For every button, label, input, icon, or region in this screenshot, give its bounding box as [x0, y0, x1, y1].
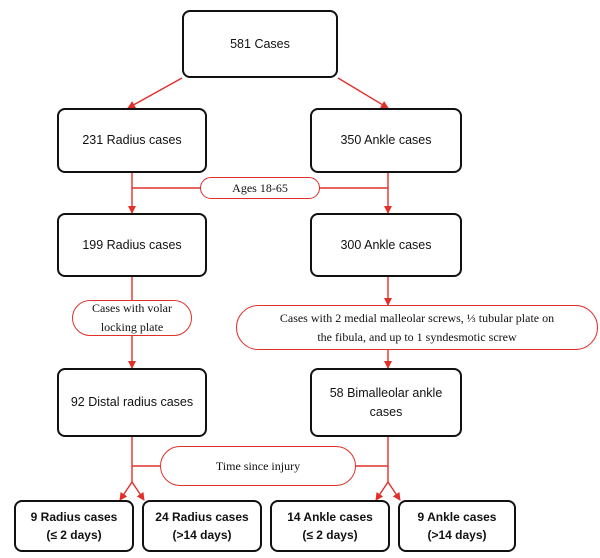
ankle-cases-box: 350 Ankle cases [310, 108, 462, 173]
ankle-cases-label: 350 Ankle cases [340, 133, 432, 148]
ankle-late-label-1: 9 Ankle cases [417, 510, 497, 524]
radius-early-label-2: (≤ 2 days) [46, 528, 102, 542]
distal-radius-box: 92 Distal radius cases [57, 368, 207, 437]
radius-early-box: 9 Radius cases (≤ 2 days) [14, 500, 134, 552]
bimalleolar-box: 58 Bimalleolar ankle cases [310, 368, 462, 437]
total-cases-box: 581 Cases [182, 10, 338, 78]
bimalleolar-label-2: cases [369, 404, 403, 419]
ages-criterion-label: Ages 18-65 [232, 180, 288, 195]
arrow-total-to-radius [127, 77, 183, 109]
ankle-early-label-2: (≤ 2 days) [302, 528, 358, 542]
ages-criterion: Ages 18-65 [200, 177, 320, 199]
volar-plate-label-1: Cases with volar [92, 301, 172, 316]
volar-plate-label-2: locking plate [100, 320, 164, 334]
radius-late-box: 24 Radius cases (>14 days) [142, 500, 262, 552]
ankle-fixation-label-1: Cases with 2 medial malleolar screws, ⅓ … [279, 310, 555, 325]
ankle-fixation-label-2: the fibula, and up to 1 syndesmotic scre… [317, 329, 517, 344]
radius-early-label-1: 9 Radius cases [30, 510, 118, 524]
ankle-age-label: 300 Ankle cases [340, 237, 432, 252]
time-since-injury-label: Time since injury [215, 458, 301, 473]
radius-late-label-2: (>14 days) [172, 528, 232, 542]
bimalleolar-label-1: 58 Bimalleolar ankle [329, 385, 443, 400]
radius-age-label: 199 Radius cases [82, 237, 182, 252]
distal-radius-label: 92 Distal radius cases [70, 395, 194, 410]
radius-late-label-1: 24 Radius cases [155, 510, 249, 524]
radius-cases-box: 231 Radius cases [57, 108, 207, 173]
arrow-total-to-ankle [337, 77, 389, 109]
ankle-early-label-1: 14 Ankle cases [287, 510, 373, 524]
radius-cases-label: 231 Radius cases [82, 133, 182, 148]
ankle-fixation-criterion: Cases with 2 medial malleolar screws, ⅓ … [236, 305, 598, 350]
ankle-late-label-2: (>14 days) [427, 528, 487, 542]
volar-plate-criterion: Cases with volar locking plate [72, 300, 192, 336]
ankle-age-box: 300 Ankle cases [310, 213, 462, 277]
ankle-early-box: 14 Ankle cases (≤ 2 days) [270, 500, 390, 552]
total-cases-label: 581 Cases [230, 36, 290, 51]
ankle-late-box: 9 Ankle cases (>14 days) [398, 500, 516, 552]
time-since-injury-criterion: Time since injury [160, 446, 356, 486]
radius-age-box: 199 Radius cases [57, 213, 207, 277]
